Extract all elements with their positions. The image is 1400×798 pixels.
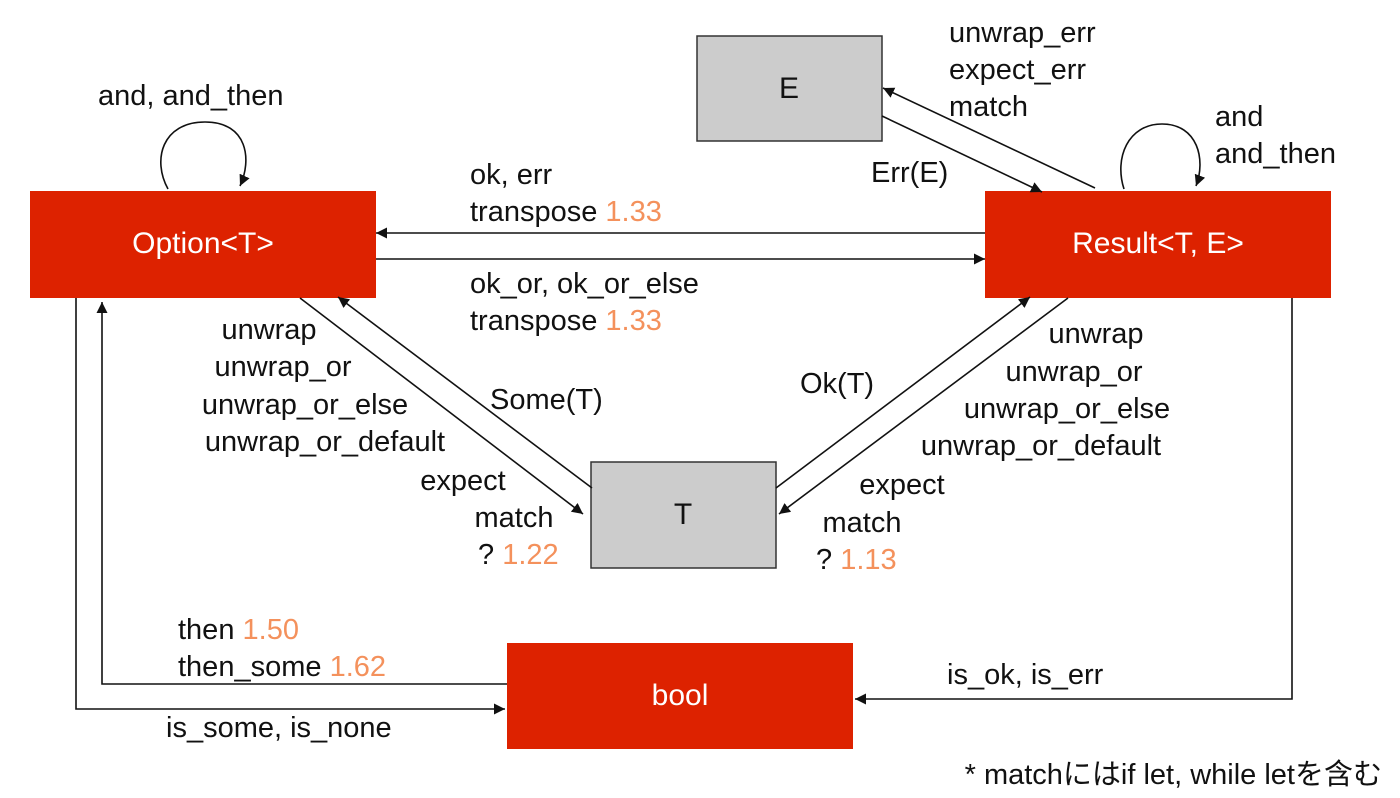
label-option-to-t-3: unwrap_or_else xyxy=(202,389,408,421)
node-e-label: E xyxy=(779,72,799,105)
label-result-to-option-1: ok, err xyxy=(470,159,553,191)
label-result-to-e-2: expect_err xyxy=(949,54,1086,86)
label-result-to-t-1: unwrap xyxy=(1048,318,1143,350)
label-option-to-t-6: match xyxy=(475,502,554,534)
label-option-to-bool: is_some, is_none xyxy=(166,712,392,744)
edge-option-to-t xyxy=(299,297,584,515)
label-t-to-result: Ok(T) xyxy=(800,368,874,400)
label-result-to-option-2: transpose 1.33 xyxy=(470,196,662,228)
node-t: T xyxy=(590,461,777,569)
label-result-to-t-2: unwrap_or xyxy=(1005,356,1142,388)
node-option-label: Option<T> xyxy=(132,227,274,260)
edge-option-self-loop xyxy=(160,121,250,190)
label-result-to-e-3: match xyxy=(949,91,1028,123)
label-result-self: and and_then xyxy=(1215,101,1336,170)
label-result-to-t-6: match xyxy=(823,507,902,539)
version-badge: 1.50 xyxy=(243,614,299,646)
label-result-to-t-5: expect xyxy=(859,469,944,501)
version-badge: 1.33 xyxy=(605,305,661,337)
edge-result-to-e xyxy=(882,87,1096,189)
label-result-to-e: unwrap_err expect_err match xyxy=(949,17,1096,123)
label-result-to-bool: is_ok, is_err xyxy=(947,659,1104,691)
node-result-box xyxy=(985,191,1331,298)
label-option-to-t-4: unwrap_or_default xyxy=(205,426,445,458)
edge-result-to-bool xyxy=(855,298,1293,705)
version-badge: 1.33 xyxy=(605,196,661,228)
edge-bool-to-option xyxy=(96,302,507,685)
label-result-self-1: and xyxy=(1215,101,1263,133)
label-option-self: and, and_then xyxy=(98,80,283,112)
node-bool-box xyxy=(507,643,853,749)
version-badge: 1.13 xyxy=(840,544,896,576)
node-bool-label: bool xyxy=(652,679,709,712)
label-bool-to-option: then 1.50 then_some 1.62 xyxy=(178,614,386,683)
version-badge: 1.62 xyxy=(330,651,386,683)
label-option-to-t-1: unwrap xyxy=(221,314,316,346)
edge-t-to-result xyxy=(775,296,1031,489)
label-result-to-option: ok, err transpose 1.33 xyxy=(470,159,662,228)
node-bool: bool xyxy=(507,643,853,749)
label-result-to-t-4: unwrap_or_default xyxy=(921,430,1161,462)
label-result-to-t-3: unwrap_or_else xyxy=(964,393,1170,425)
node-t-box xyxy=(590,461,777,569)
label-result-self-2: and_then xyxy=(1215,138,1336,170)
label-e-to-result: Err(E) xyxy=(871,157,948,189)
label-result-to-e-1: unwrap_err xyxy=(949,17,1096,49)
label-option-to-result: ok_or, ok_or_else transpose 1.33 xyxy=(470,268,699,337)
label-option-to-t-5: expect xyxy=(420,465,505,497)
label-option-to-t: unwrap unwrap_or unwrap_or_else unwrap_o… xyxy=(202,314,559,571)
label-result-to-t-q: ? 1.13 xyxy=(816,544,897,576)
footnote: * matchにはif let, while letを含む xyxy=(965,758,1382,791)
node-t-label: T xyxy=(674,498,692,531)
label-option-to-result-1: ok_or, ok_or_else xyxy=(470,268,699,300)
node-e: E xyxy=(696,35,883,142)
label-bool-to-option-1: then 1.50 xyxy=(178,614,299,646)
edge-result-self-loop xyxy=(1120,123,1206,190)
node-e-box xyxy=(696,35,883,142)
node-option: Option<T> xyxy=(30,191,376,298)
version-badge: 1.22 xyxy=(502,539,558,571)
label-option-to-t-q: ? 1.22 xyxy=(478,539,559,571)
label-result-to-t: unwrap unwrap_or unwrap_or_else unwrap_o… xyxy=(816,318,1170,576)
label-option-to-t-2: unwrap_or xyxy=(214,351,351,383)
label-bool-to-option-2: then_some 1.62 xyxy=(178,651,386,683)
node-option-box xyxy=(30,191,376,298)
node-result-label: Result<T, E> xyxy=(1072,227,1244,260)
edge-e-to-result xyxy=(881,115,1043,193)
node-result: Result<T, E> xyxy=(985,191,1331,298)
edge-result-to-t xyxy=(778,297,1069,515)
edge-t-to-option xyxy=(337,296,593,489)
label-t-to-option: Some(T) xyxy=(490,384,603,416)
edge-option-to-bool xyxy=(75,298,505,715)
label-option-to-result-2: transpose 1.33 xyxy=(470,305,662,337)
